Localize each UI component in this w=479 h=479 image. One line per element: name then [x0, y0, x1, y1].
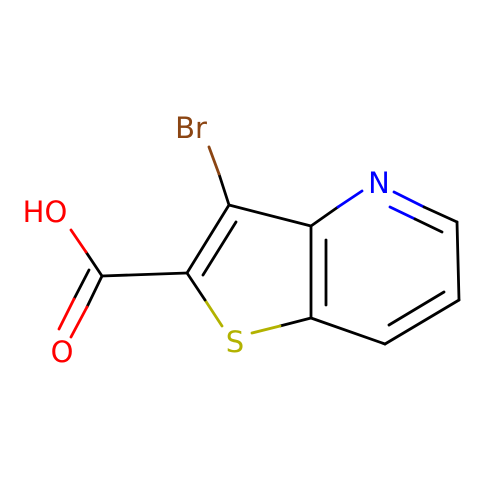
atom-label-layer: Br N S HO O [23, 111, 390, 369]
atom-sulfur: S [226, 325, 244, 359]
bond-carboxyl-oh-oxygen-half [69, 228, 88, 254]
bond-c7-c7a [309, 316, 387, 346]
bond-carboxyl-oh-carbon-half [84, 250, 104, 278]
bond-c7a-s-sulfur-half [250, 324, 282, 335]
bond-c5-c6 [455, 220, 461, 302]
bond-c2-carboxyl [100, 271, 189, 278]
bond-s-c2-carbon-half [185, 271, 207, 302]
atom-carbonyl-oxygen: O [51, 335, 74, 369]
bond-layer [57, 145, 461, 346]
atom-hydroxyl-oxygen: HO [23, 195, 68, 229]
bond-n-c5-nitrogen-half [392, 190, 426, 209]
bond-carboxyl-o-inner-carbon [72, 268, 91, 301]
bond-carboxyl-o-carbon-half [85, 274, 104, 309]
bond-c3a-n-nitrogen-half [336, 189, 364, 209]
bond-carboxyl-o-oxygen-half [69, 305, 89, 339]
bond-c3-c2 [185, 203, 231, 275]
atom-nitrogen: N [368, 166, 390, 200]
bond-c3a-n-carbon-half [309, 205, 340, 228]
bond-c7a-s-carbon-half [278, 316, 313, 328]
bond-c6-c7-inner [387, 290, 446, 327]
bond-c6-c7 [383, 298, 461, 346]
bond-c3-c2-inner [201, 220, 238, 277]
bond-s-c2-sulfur-half [203, 298, 224, 328]
bond-c3-c3a [227, 203, 313, 228]
bond-c3-br-carbon-half [217, 172, 231, 207]
bond-carboxyl-o-inner-oxygen [57, 297, 76, 331]
atom-bromine: Br [175, 111, 207, 145]
bond-c3-br-bromine-half [207, 145, 221, 176]
bond-n-c5-carbon-half [422, 205, 459, 224]
bond-n-c5-inner-nitrogen [388, 205, 417, 221]
bond-n-c5-inner-carbon [413, 217, 444, 234]
